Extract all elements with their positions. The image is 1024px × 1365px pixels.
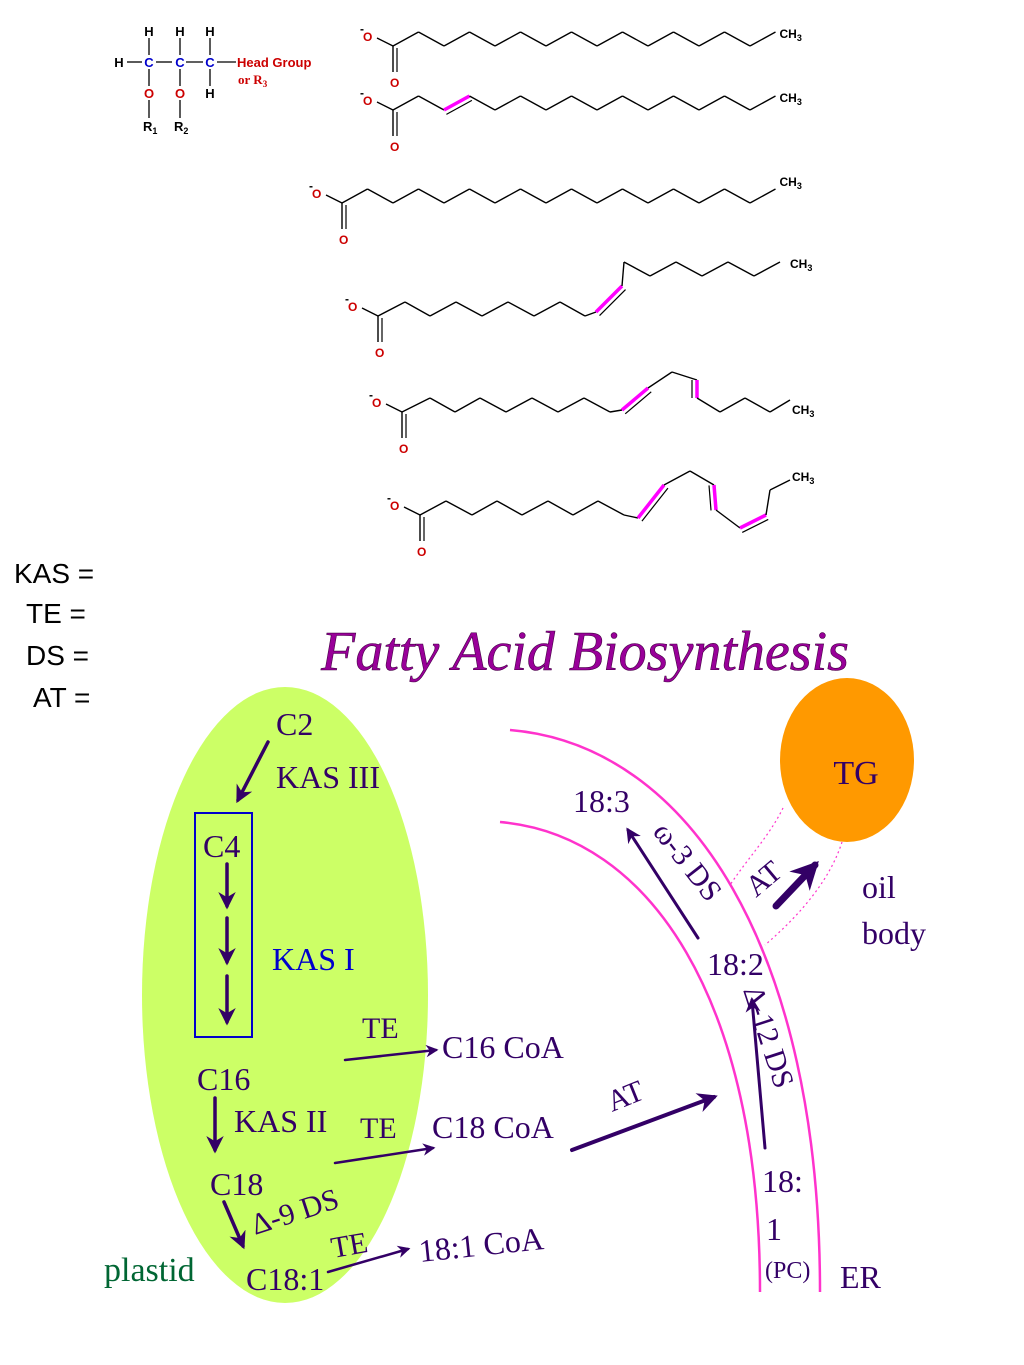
c16coa-label: C16 CoA <box>442 1029 564 1065</box>
charge-sign: - <box>345 292 349 306</box>
charge-sign: - <box>360 22 364 36</box>
head-group-label: Head Group <box>237 55 311 70</box>
c16-label: C16 <box>197 1061 250 1097</box>
atom-o: O <box>175 86 185 101</box>
carboxylate-oxygen: O <box>390 499 399 513</box>
pc-label: (PC) <box>765 1258 810 1284</box>
arrow-at-to-er <box>570 1093 718 1152</box>
r3-label: or R3 <box>238 72 268 89</box>
r1-label: R1 <box>143 119 157 136</box>
abbreviation-kas: KAS = <box>14 558 95 589</box>
carboxylate-oxygen: O <box>363 94 372 108</box>
atom-c: C <box>144 55 154 70</box>
methyl-group: CH3 <box>790 257 812 273</box>
arrow-w3ds <box>626 827 700 940</box>
c18-label: C18 <box>210 1166 263 1202</box>
plastid-label: plastid <box>104 1252 195 1289</box>
atom-h: H <box>144 24 153 39</box>
charge-sign: - <box>360 86 364 100</box>
carbonyl-oxygen: O <box>375 346 384 360</box>
carbonyl-oxygen: O <box>390 140 399 154</box>
methyl-group: CH3 <box>780 175 802 191</box>
atom-h: H <box>205 24 214 39</box>
diagram-title: Fatty Acid Biosynthesis <box>320 621 849 683</box>
te-label: TE <box>360 1112 397 1145</box>
er-membrane-outer <box>509 728 822 1293</box>
arrow-te-c16coa <box>343 1044 439 1062</box>
c4-box <box>194 812 253 1038</box>
er-membrane-inner <box>499 820 762 1293</box>
abbreviation-at: AT = <box>33 682 91 713</box>
atom-c: C <box>175 55 185 70</box>
carboxylate-oxygen: O <box>312 187 321 201</box>
oil-body-label: oil <box>862 869 896 905</box>
te-label: TE <box>362 1012 399 1045</box>
atom-o: O <box>144 86 154 101</box>
methyl-group: CH3 <box>792 470 814 486</box>
carboxylate-oxygen: O <box>363 30 372 44</box>
kas3-label: KAS III <box>276 759 380 795</box>
s181a-label: 18: <box>762 1163 803 1199</box>
abbreviation-ds: DS = <box>26 640 90 671</box>
at-label: AT <box>602 1074 648 1118</box>
charge-sign: - <box>369 388 373 402</box>
arrow-te-c18coa <box>333 1143 436 1165</box>
atom-h: H <box>175 24 184 39</box>
atom-h: H <box>114 55 123 70</box>
arrow-d12ds <box>745 997 767 1150</box>
carboxylate-oxygen: O <box>372 396 381 410</box>
tg-label: TG <box>833 755 878 792</box>
er-label: ER <box>840 1259 882 1295</box>
oil-body-dotted-line <box>729 807 784 886</box>
pathway-diagram: Fatty Acid Biosynthesis plastid ER TG oi… <box>104 621 926 1303</box>
oil-body-label: body <box>862 915 926 951</box>
atom-c: C <box>205 55 215 70</box>
oil-body-dotted-line <box>764 841 843 946</box>
c4-label: C4 <box>203 828 240 864</box>
carbonyl-oxygen: O <box>390 76 399 90</box>
c181coa-label: 18:1 CoA <box>417 1220 545 1269</box>
carboxylate-oxygen: O <box>348 300 357 314</box>
methyl-group: CH3 <box>792 403 814 419</box>
c181-label: C18:1 <box>246 1261 324 1297</box>
carbonyl-oxygen: O <box>339 233 348 247</box>
glycerolipid-structure: H H H H C C C H O O R1 R2 Head Group or … <box>114 24 311 136</box>
s182-label: 18:2 <box>707 946 764 982</box>
arrow-c2-to-c4 <box>236 740 270 804</box>
methyl-group: CH3 <box>780 27 802 43</box>
charge-sign: - <box>387 491 391 505</box>
abbreviation-te: TE = <box>26 598 86 629</box>
te-label: TE <box>328 1226 370 1265</box>
arrow-at-to-tg <box>772 860 819 910</box>
arrow-te-c181coa <box>326 1245 411 1274</box>
carbonyl-oxygen: O <box>399 442 408 456</box>
s183-label: 18:3 <box>573 783 630 819</box>
c2-label: C2 <box>276 706 313 742</box>
kas1-label: KAS I <box>272 941 355 977</box>
methyl-group: CH3 <box>780 91 802 107</box>
tg-oil-body <box>780 678 914 842</box>
carbonyl-oxygen: O <box>417 545 426 559</box>
kas2-label: KAS II <box>234 1103 327 1139</box>
c18coa-label: C18 CoA <box>432 1109 554 1145</box>
atom-h: H <box>205 86 214 101</box>
arrow-c18-to-c181 <box>222 1200 246 1250</box>
r2-label: R2 <box>174 119 188 136</box>
charge-sign: - <box>309 179 313 193</box>
s181b-label: 1 <box>766 1211 782 1247</box>
